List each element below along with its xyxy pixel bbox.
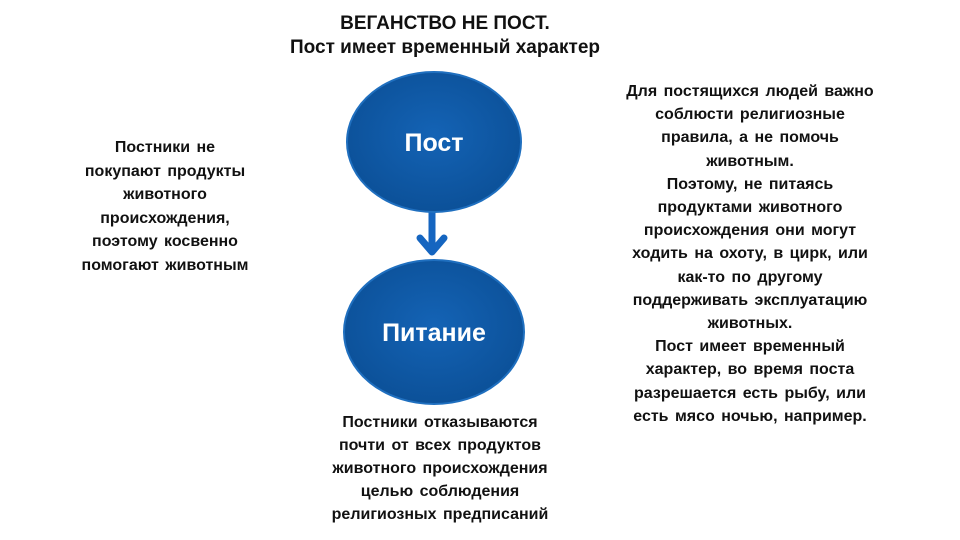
right-text-line: происхождения они могут bbox=[643, 222, 857, 240]
right-text-line: продуктами животного bbox=[657, 199, 843, 217]
node-nutrition: Питание bbox=[343, 259, 525, 405]
right-text-line: животных. bbox=[707, 315, 793, 333]
connector-arrow bbox=[416, 208, 448, 256]
left-text-line: происхождения, bbox=[100, 209, 230, 227]
bottom-text-block: Постники отказываются почти от всех проду… bbox=[290, 411, 590, 526]
right-text-line: ходить на охоту, в цирк, или bbox=[632, 245, 868, 263]
right-text-line: правила, а не помочь bbox=[661, 129, 839, 147]
left-text-line: помогают животным bbox=[81, 256, 249, 274]
right-text-block: Для постящихся людей важно соблюсти религ… bbox=[595, 80, 905, 428]
right-text-line: соблюсти религиозные bbox=[655, 106, 845, 124]
bottom-text-line: почти от всех продуктов bbox=[339, 437, 541, 454]
title-main: ВЕГАНСТВО НЕ ПОСТ. bbox=[340, 13, 550, 34]
node-fast: Пост bbox=[346, 71, 522, 213]
left-text-line: поэтому косвенно bbox=[92, 233, 238, 250]
bottom-text-line: животного происхождения bbox=[332, 460, 548, 477]
left-text-line: Постники не bbox=[114, 139, 216, 156]
left-text-line: покупают продукты bbox=[84, 162, 246, 180]
right-text-line: характер, во время поста bbox=[645, 361, 855, 379]
right-text-line: есть мясо ночью, например. bbox=[633, 407, 867, 425]
right-text-line: Для постящихся людей важно bbox=[626, 83, 874, 100]
slide-title: ВЕГАНСТВО НЕ ПОСТ. Пост имеет временный … bbox=[230, 12, 660, 60]
right-text-line: Пост имеет временный bbox=[655, 338, 845, 356]
right-text-line: Поэтому, не питаясь bbox=[666, 175, 834, 193]
right-text-line: поддерживать эксплуатацию bbox=[632, 291, 868, 309]
node-fast-label: Пост bbox=[404, 129, 463, 157]
right-text-line: как-то по другому bbox=[677, 268, 823, 286]
right-text-line: животным. bbox=[706, 152, 794, 170]
bottom-text-line: целью соблюдения bbox=[360, 483, 520, 500]
bottom-text-line: Постники отказываются bbox=[342, 414, 538, 431]
left-text-line: животного bbox=[123, 186, 207, 203]
title-subtitle: Пост имеет временный характер bbox=[289, 37, 601, 58]
bottom-text-line: религиозных предписаний bbox=[331, 506, 549, 523]
left-text-block: Постники не покупают продукты животного про… bbox=[55, 136, 275, 277]
node-nutrition-label: Питание bbox=[382, 319, 486, 347]
right-text-line: разрешается есть рыбу, или bbox=[634, 384, 866, 402]
